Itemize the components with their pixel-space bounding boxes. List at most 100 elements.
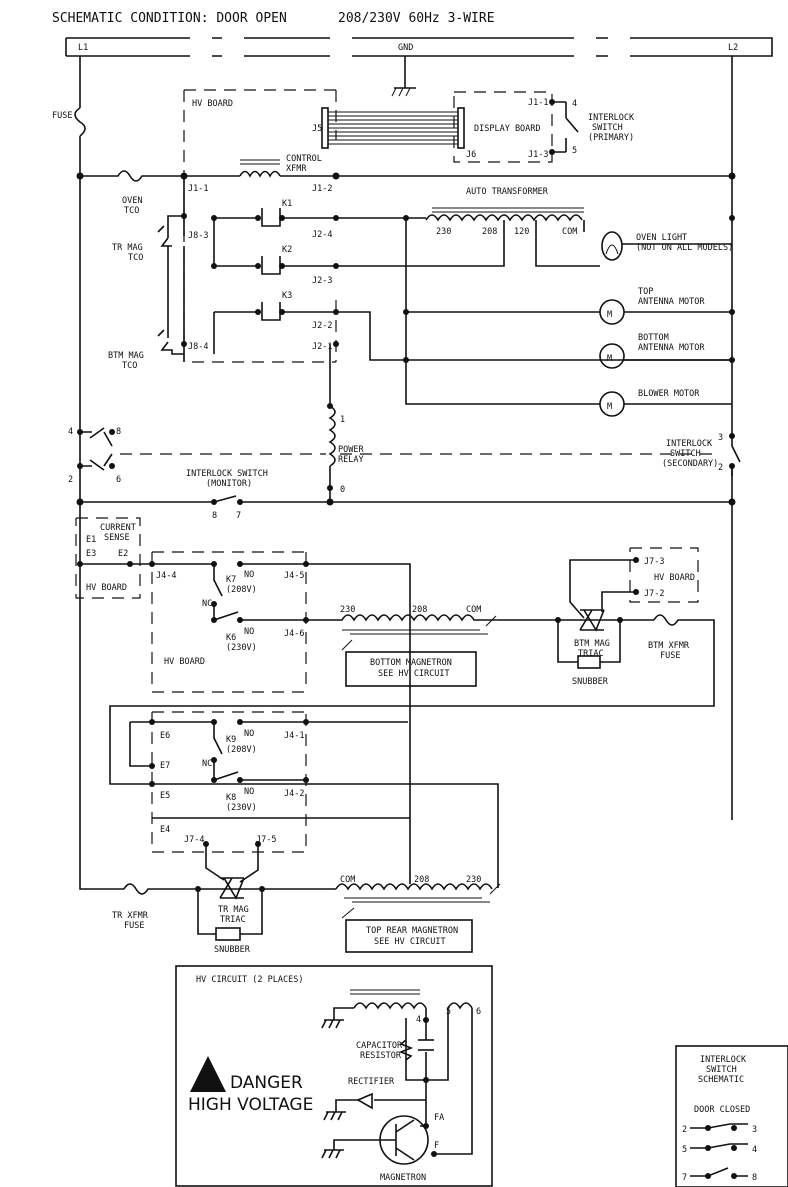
- top-rear-magnetron-box: [345, 919, 473, 953]
- snubber-label: SNUBBER: [572, 677, 609, 687]
- j1-1-display: J1-1: [528, 98, 548, 108]
- mon-2: 2: [68, 475, 73, 485]
- ribbon-cable: [321, 107, 465, 149]
- door-closed-label: DOOR CLOSED: [694, 1105, 750, 1115]
- hv-4: 4: [416, 1015, 421, 1025]
- top-rear-magnetron-l2: SEE HV CIRCUIT: [374, 937, 446, 947]
- interlock-monitor-l1: INTERLOCK SWITCH: [186, 469, 268, 479]
- e1-label: E1: [86, 535, 96, 545]
- j4-6-label: J4-6: [284, 629, 304, 639]
- interlock-primary-l2: SWITCH: [592, 123, 623, 133]
- dc-8: 8: [752, 1173, 757, 1183]
- dc-4: 4: [752, 1145, 757, 1155]
- auto-transformer-label: AUTO TRANSFORMER: [466, 187, 549, 197]
- bottom-antenna-l1: BOTTOM: [638, 333, 669, 343]
- j2-1-label: J2-1: [312, 342, 332, 352]
- control-xfmr-l1: CONTROL: [286, 154, 322, 164]
- control-transformer: [239, 159, 281, 178]
- oven-light: [601, 231, 623, 261]
- mon-8b: 8: [212, 511, 217, 521]
- mon-8: 8: [116, 427, 121, 437]
- k2-label: K2: [282, 245, 292, 255]
- j8-3-label: J8-3: [188, 231, 208, 241]
- e2-label: E2: [118, 549, 128, 559]
- interlock-secondary-l2: SWITCH: [670, 449, 701, 459]
- display-board-label: DISPLAY BOARD: [474, 124, 541, 134]
- tr-xfmr-fuse-l1: TR XFMR: [112, 911, 149, 921]
- l2-label: L2: [728, 43, 738, 53]
- k7-l2: (208V): [226, 585, 257, 595]
- oven-light-l1: OVEN LIGHT: [636, 233, 687, 243]
- mon-4: 4: [68, 427, 73, 437]
- k8-l1: K8: [226, 793, 236, 803]
- j4-1-label: J4-1: [284, 731, 304, 741]
- power-relay-l2: RELAY: [338, 455, 364, 465]
- interlock-secondary-l3: (SECONDARY): [662, 459, 718, 469]
- tr-mag-triac-l1: TR MAG: [218, 905, 249, 915]
- j4-5-label: J4-5: [284, 571, 304, 581]
- top-208: 208: [414, 875, 429, 885]
- e5-label: E5: [160, 791, 170, 801]
- capacitor-resistor-l2: RESISTOR: [360, 1051, 402, 1061]
- hv-6: 6: [476, 1007, 481, 1017]
- top-com: COM: [340, 875, 355, 885]
- rectifier-label: RECTIFIER: [348, 1077, 395, 1087]
- j4-2-label: J4-2: [284, 789, 304, 799]
- hv-board-small: HV BOARD: [86, 583, 127, 593]
- tap-120: 120: [514, 227, 529, 237]
- control-xfmr-l2: XFMR: [286, 164, 307, 174]
- oven-tco-l1: OVEN: [122, 196, 142, 206]
- btm-mag-tco-l1: BTM MAG: [108, 351, 144, 361]
- k1-label: K1: [282, 199, 292, 209]
- interlock-secondary-l1: INTERLOCK: [666, 439, 713, 449]
- j5-label: J5: [312, 124, 322, 134]
- btm-mag-triac: [555, 559, 654, 669]
- j1-2-label: J1-2: [312, 184, 332, 194]
- k7-nc: NC: [202, 599, 212, 609]
- fuse-label: FUSE: [52, 111, 72, 121]
- btm-mag-triac-l1: BTM MAG: [574, 639, 610, 649]
- tap-230: 230: [436, 227, 451, 237]
- tr-mag-tco-l1: TR MAG: [112, 243, 143, 253]
- hv-board-label: HV BOARD: [192, 99, 233, 109]
- warning-triangle-icon: [190, 1056, 226, 1092]
- bottom-antenna-l2: ANTENNA MOTOR: [638, 343, 705, 353]
- power-relay: [327, 344, 336, 502]
- high-voltage-label: HIGH VOLTAGE: [188, 1095, 313, 1115]
- danger-label: DANGER: [230, 1073, 303, 1093]
- k8-l2: (230V): [226, 803, 257, 813]
- blower-motor: M: [599, 391, 625, 417]
- schematic-condition: SCHEMATIC CONDITION: DOOR OPEN: [52, 11, 287, 26]
- bottom-magnetron-transformer: [320, 614, 558, 651]
- j2-3-label: J2-3: [312, 276, 332, 286]
- capacitor-resistor-l1: CAPACITOR: [356, 1041, 403, 1051]
- top-230: 230: [466, 875, 481, 885]
- top-rear-magnetron-transformer: [335, 883, 501, 919]
- relay-0: 0: [340, 485, 345, 495]
- tr-xfmr-fuse-l2: FUSE: [124, 921, 144, 931]
- j7-5-label: J7-5: [256, 835, 276, 845]
- interlock-schematic-l2: SWITCH: [706, 1065, 737, 1075]
- current-sense-l1: CURRENT: [100, 523, 136, 533]
- j8-4-label: J8-4: [188, 342, 208, 352]
- hv-circuit-label: HV CIRCUIT (2 PLACES): [196, 975, 303, 985]
- dc-2: 2: [682, 1125, 687, 1135]
- k9-nc: NC: [202, 759, 212, 769]
- interlock-schematic-box: [675, 1045, 788, 1187]
- dc-3: 3: [752, 1125, 757, 1135]
- btm-mag-triac-l2: TRIAC: [578, 649, 604, 659]
- j2-2-label: J2-2: [312, 321, 332, 331]
- k6-l1: K6: [226, 633, 236, 643]
- oven-light-l2: (NOT ON ALL MODELS): [636, 243, 733, 253]
- k6-no: NO: [244, 627, 254, 637]
- j7-3-label: J7-3: [644, 557, 664, 567]
- terminal-5: 5: [572, 146, 577, 156]
- j2-4-label: J2-4: [312, 230, 332, 240]
- hv-board-right: [629, 547, 699, 603]
- k8-no: NO: [244, 787, 254, 797]
- k3-label: K3: [282, 291, 292, 301]
- tr-mag-triac: [195, 841, 265, 941]
- hv-board-relays-b: [151, 711, 307, 853]
- power-relay-l1: POWER: [338, 445, 364, 455]
- mon-7: 7: [236, 511, 241, 521]
